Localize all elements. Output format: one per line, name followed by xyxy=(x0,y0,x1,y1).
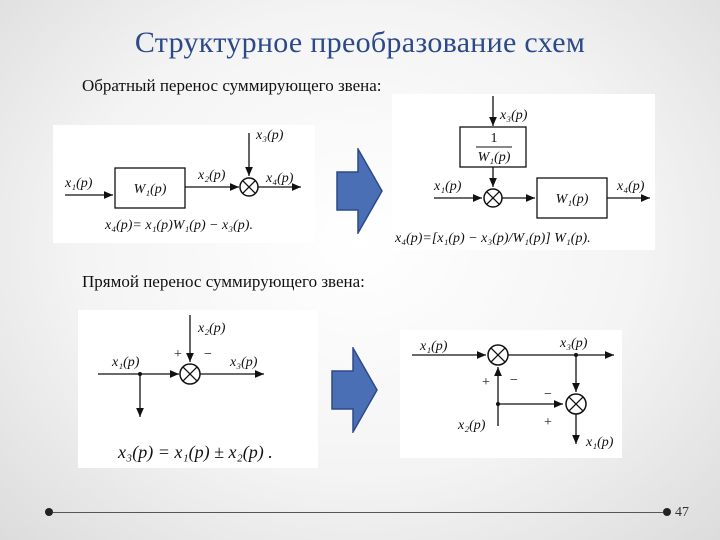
diagram-reverse-after: x₃(p) 1 W₁(p) x₁(p) W₁(p) x₄(p) x₄(p)=[x… xyxy=(392,94,655,250)
label-x3: x₃(p) xyxy=(229,355,258,370)
page-title: Структурное преобразование схем xyxy=(134,26,586,59)
section2-heading: Прямой перенос суммирующего звена: xyxy=(82,272,365,291)
branch-point-x3 xyxy=(574,353,578,357)
transfer-block-w1 xyxy=(114,167,186,209)
branch-point xyxy=(138,372,142,376)
label-x3: x₃(p) xyxy=(255,128,284,143)
label-block-w1: W₁(p) xyxy=(556,192,589,207)
formula-reverse-after: x₄(p)=[x₁(p) − x₃(p)/W₁(p)] W₁(p). xyxy=(394,231,591,246)
sign-minus-b: − xyxy=(544,387,552,402)
label-x1: x₁(p) xyxy=(433,179,462,194)
label-x2: x₂(p) xyxy=(197,168,226,183)
transform-arrow-icon xyxy=(331,347,378,433)
footer-dot-left xyxy=(45,508,53,516)
transform-arrow-icon xyxy=(336,148,383,234)
label-x4: x₄(p) xyxy=(265,171,294,186)
diagram-reverse-before-svg: x₁(p) W₁(p) x₂(p) x₃(p) x₄(p) x₄(p)= x₁(… xyxy=(64,128,301,233)
section1-heading: Обратный перенос суммирующего звена: xyxy=(82,76,382,95)
sign-minus-a: − xyxy=(510,373,518,388)
label-x2: x₂(p) xyxy=(197,321,226,336)
sign-plus-b: + xyxy=(544,415,552,430)
label-x2: x₂(p) xyxy=(457,418,486,433)
transfer-block-w1 xyxy=(536,177,608,219)
diagram-reverse-before: x₁(p) W₁(p) x₂(p) x₃(p) x₄(p) x₄(p)= x₁(… xyxy=(53,125,315,243)
sign-plus-a: + xyxy=(482,375,490,390)
label-x3: x₃(p) xyxy=(559,336,588,351)
footer-dot-right xyxy=(663,508,671,516)
formula-reverse-before: x₄(p)= x₁(p)W₁(p) − x₃(p). xyxy=(104,218,253,233)
formula-forward: x₃(p) = x₁(p) ± x₂(p) . xyxy=(117,442,273,463)
label-block-numerator: 1 xyxy=(491,131,498,146)
label-x3: x₃(p) xyxy=(499,108,528,123)
label-block-w1: W₁(p) xyxy=(134,182,167,197)
branch-point-x2 xyxy=(496,402,500,406)
label-x1: x₁(p) xyxy=(419,339,448,354)
footer-divider xyxy=(53,512,663,513)
label-x4: x₄(p) xyxy=(616,179,645,194)
diagram-reverse-after-svg: x₃(p) 1 W₁(p) x₁(p) W₁(p) x₄(p) x₄(p)=[x… xyxy=(394,96,650,246)
label-x1-out: x₁(p) xyxy=(585,435,614,450)
sign-minus: − xyxy=(204,347,212,362)
page-number: 47 xyxy=(675,505,689,520)
sign-plus: + xyxy=(174,347,182,362)
diagram-forward-after: x₁(p) x₃(p) x₂(p) x₁(p) + − − + xyxy=(400,330,622,458)
diagram-forward-before-svg: x₂(p) x₁(p) x₃(p) + − x₃(p) = x₁(p) ± x₂… xyxy=(98,315,273,463)
label-block-denominator: W₁(p) xyxy=(478,150,511,165)
diagram-forward-before: x₂(p) x₁(p) x₃(p) + − x₃(p) = x₁(p) ± x₂… xyxy=(78,310,318,468)
diagram-forward-after-svg: x₁(p) x₃(p) x₂(p) x₁(p) + − − + xyxy=(412,336,614,450)
label-x1: x₁(p) xyxy=(64,176,93,191)
label-x1: x₁(p) xyxy=(111,355,140,370)
